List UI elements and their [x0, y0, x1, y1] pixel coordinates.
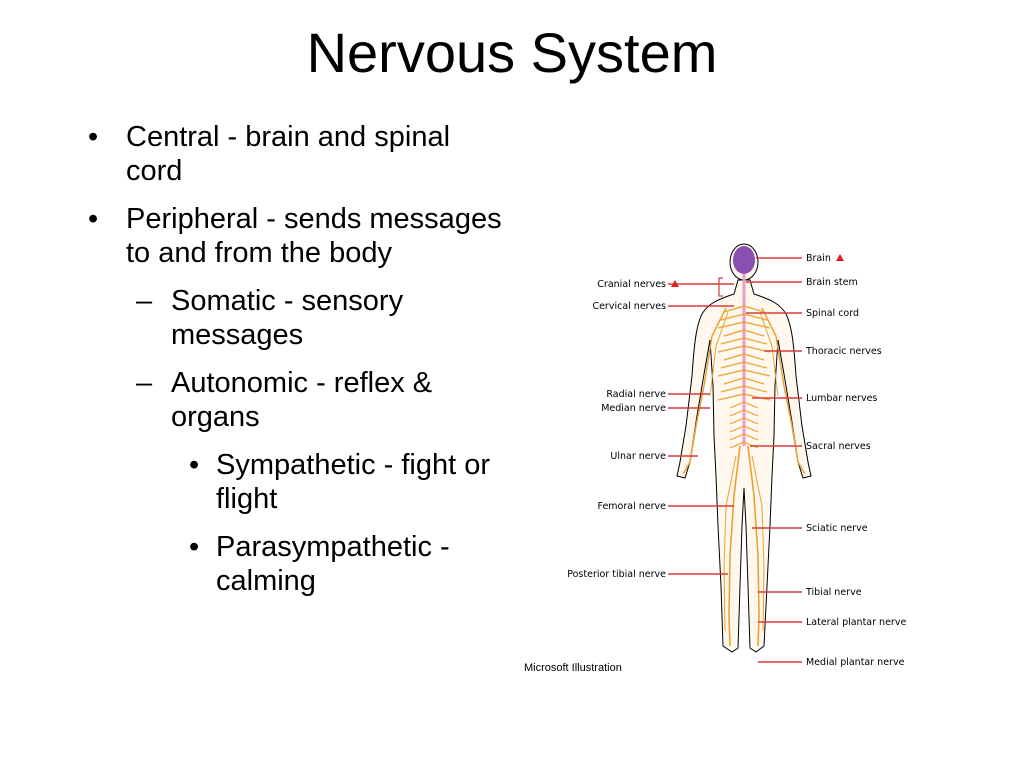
label-left: Cranial nerves: [597, 279, 666, 290]
arm-nerve-right-inner: [759, 311, 779, 397]
body-outline: [676, 243, 812, 653]
nerve-branch-left: [720, 313, 745, 321]
nerve-branch-right: [743, 385, 768, 393]
nerve-branch-left: [723, 353, 745, 361]
leg-nerve-right-outer: [751, 455, 765, 632]
label-leaders: [668, 257, 802, 663]
bullet-marker: •: [88, 121, 99, 153]
image-credit: Microsoft Illustration: [524, 662, 622, 674]
nerve-branch-right: [743, 361, 768, 369]
leg-nerve-right: [747, 445, 760, 647]
bullet-text: Autonomic - reflex & organs: [171, 367, 433, 433]
brain-shape: [733, 246, 755, 274]
nerve-branch-left: [717, 345, 745, 353]
arm-nerve-left-inner: [709, 311, 729, 397]
arm-nerve-right: [761, 307, 806, 475]
nerve-branch-left: [729, 401, 745, 409]
label-right: Medial plantar nerve: [806, 657, 905, 668]
label-left: Ulnar nerve: [610, 451, 666, 462]
nerve-branch-right: [743, 337, 768, 345]
nerve-branch-left: [729, 409, 745, 417]
bullet-text: Central - brain and spinal cord: [126, 121, 451, 187]
label-left: Radial nerve: [606, 389, 666, 400]
nerve-branch-right: [743, 393, 771, 401]
nerve-branch-left: [723, 377, 745, 385]
cranial-marker-icon: [671, 280, 679, 287]
label-right: Thoracic nerves: [805, 346, 882, 357]
nerve-branch-right: [743, 441, 759, 449]
nerve-branch-right: [743, 409, 759, 417]
nerve-network: [682, 274, 806, 647]
bullet-text: Parasympathetic - calming: [216, 531, 450, 597]
nerve-branch-left: [729, 433, 745, 441]
bullet-central: • Central - brain and spinal cord: [88, 120, 508, 188]
arm-nerve-left: [682, 307, 727, 475]
nerve-branch-left: [723, 305, 745, 313]
bullet-marker: •: [189, 449, 200, 481]
nerve-branch-left: [720, 385, 745, 393]
nerve-branch-right: [743, 305, 765, 313]
slide-title: Nervous System: [306, 21, 718, 84]
bullet-somatic: – Somatic - sensory messages: [88, 284, 508, 352]
bullet-peripheral: • Peripheral - sends messages to and fro…: [88, 202, 508, 270]
nerve-branch-right: [743, 369, 771, 377]
bullet-marker: –: [136, 285, 153, 317]
nerve-branch-left: [717, 393, 745, 401]
label-right: Spinal cord: [806, 308, 859, 319]
nerve-branch-right: [743, 377, 765, 385]
bullet-parasympathetic: • Parasympathetic - calming: [88, 530, 508, 598]
body-silhouette: [676, 279, 812, 653]
label-right: Brain stem: [806, 277, 858, 288]
bullet-marker: •: [189, 531, 200, 563]
label-right: Sacral nerves: [806, 441, 871, 452]
nerve-branch-left: [729, 425, 745, 433]
nerve-branch-right: [743, 329, 765, 337]
nerve-branch-right: [743, 417, 759, 425]
bullet-text: Peripheral - sends messages to and from …: [126, 203, 502, 269]
nerve-branch-right: [743, 433, 759, 441]
cranial-bracket: [718, 277, 723, 297]
nerve-branch-right: [743, 353, 765, 361]
nerve-branch-right: [743, 401, 759, 409]
bullet-autonomic: – Autonomic - reflex & organs: [88, 366, 508, 434]
label-right: Lumbar nerves: [806, 393, 877, 404]
nerve-branch-left: [720, 361, 745, 369]
label-right: Brain: [806, 253, 831, 264]
label-left: Median nerve: [601, 403, 666, 414]
bullet-marker: •: [88, 203, 99, 235]
bullet-marker: –: [136, 367, 153, 399]
nerve-branch-left: [720, 337, 745, 345]
leg-nerve-left-outer: [723, 455, 737, 632]
label-left: Cervical nerves: [592, 301, 666, 312]
bullet-sympathetic: • Sympathetic - fight or flight: [88, 448, 508, 516]
label-left: Posterior tibial nerve: [567, 569, 666, 580]
label-left: Femoral nerve: [598, 501, 667, 512]
bullet-text: Sympathetic - fight or flight: [216, 449, 490, 515]
label-right: Sciatic nerve: [806, 523, 868, 534]
brain-marker-icon: [836, 254, 844, 261]
leg-nerve-left: [728, 445, 741, 647]
bullet-list: • Central - brain and spinal cord • Peri…: [88, 120, 508, 612]
nerve-branch-left: [717, 369, 745, 377]
nerve-branch-left: [729, 417, 745, 425]
bullet-text: Somatic - sensory messages: [171, 285, 404, 351]
nerve-branch-right: [743, 425, 759, 433]
label-right: Tibial nerve: [805, 587, 862, 598]
nerve-branch-left: [723, 329, 745, 337]
nerve-branch-right: [743, 313, 768, 321]
label-right: Lateral plantar nerve: [806, 617, 906, 628]
nerve-branch-left: [729, 441, 745, 449]
